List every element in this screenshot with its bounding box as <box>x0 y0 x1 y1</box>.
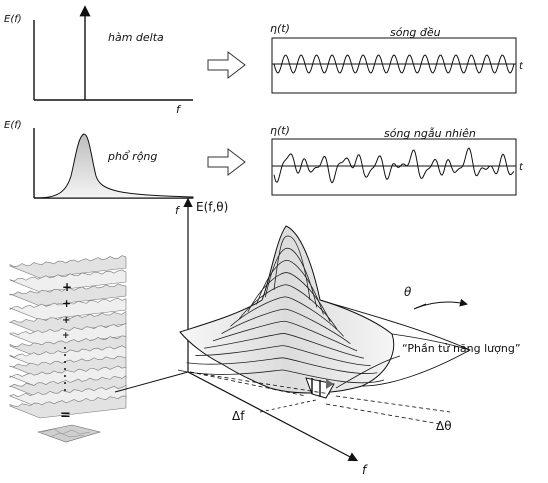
energy-element-marker <box>326 379 334 389</box>
sea-surface-result <box>36 424 102 443</box>
wave-sheet <box>9 310 127 335</box>
wave-sheet-stack <box>9 255 127 419</box>
random-wave-y-label: η(t) <box>270 124 290 137</box>
dtheta-dash-1 <box>335 395 451 413</box>
spectrum-contour-line <box>256 259 324 315</box>
theta-back-axis <box>114 371 189 393</box>
stack-plus-1: + <box>62 280 72 294</box>
theta-arrow-tail <box>413 303 427 310</box>
delta-x-label: f <box>176 103 182 116</box>
df-dash <box>259 399 317 413</box>
directional-spectrum-3d: E(f,θ) f Δf Δθ θ “Phần tử năng lượng” <box>114 197 521 477</box>
random-wave-x-label: t <box>519 162 524 173</box>
spectrum-contour-line <box>221 308 351 344</box>
broad-y-label: E(f) <box>4 120 22 131</box>
regular-wave-x-label: t <box>519 61 524 72</box>
wave-sheet <box>9 255 127 279</box>
broad-spectrum-curve <box>39 133 194 199</box>
spectrum-contour-line <box>230 296 344 337</box>
stack-dots <box>64 347 66 391</box>
wave-sheet <box>9 395 127 419</box>
dtheta-label: Δθ <box>436 419 452 433</box>
f-axis-label: f <box>362 463 368 477</box>
delta-caption: hàm delta <box>108 31 164 44</box>
energy-element-label: “Phần tử năng lượng” <box>402 342 521 355</box>
wave-sheet <box>9 283 127 307</box>
df-label: Δf <box>232 409 245 423</box>
stack-plus-2: + <box>62 297 71 310</box>
random-wave-box <box>271 138 517 196</box>
wave-sheet <box>9 322 127 347</box>
projection-dash-2 <box>189 371 331 395</box>
theta-label: θ <box>404 285 412 299</box>
projection-dash-1 <box>189 371 307 397</box>
spectrum-contour-line <box>264 247 318 308</box>
wave-sheet <box>9 335 127 359</box>
z-axis-label: E(f,θ) <box>196 200 228 214</box>
spectrum-contour-line <box>186 357 378 374</box>
stack-plus-3: + <box>62 315 70 326</box>
regular-wave-y-label: η(t) <box>270 22 290 35</box>
random-wave-curve <box>273 147 515 184</box>
delta-y-label: E(f) <box>4 14 22 25</box>
element-leader-line <box>335 355 401 389</box>
spectrum-contours <box>177 235 385 384</box>
random-wave-caption: sóng ngẫu nhiên <box>384 127 476 140</box>
stack-plus-4: + <box>62 331 70 341</box>
stack-signs: + + + + = <box>60 280 72 423</box>
spectrum-contour-line <box>204 333 364 359</box>
spectrum-contour-line <box>247 272 331 322</box>
f-axis <box>187 371 359 462</box>
sea-surface-texture <box>41 428 91 438</box>
transform-arrow-2 <box>207 147 246 177</box>
dtheta-dash-2 <box>325 403 441 425</box>
spectrum-contour-line <box>177 369 385 384</box>
regular-wave-curve <box>273 54 515 74</box>
broad-x-label: f <box>175 204 181 217</box>
wave-sheet <box>9 375 127 399</box>
regular-wave-box <box>271 37 517 94</box>
stack-equals: = <box>60 408 71 423</box>
random-wave-panel: η(t) sóng ngẫu nhiên t <box>270 124 524 196</box>
wave-sheet <box>9 384 127 409</box>
wave-sheet <box>9 345 127 369</box>
wave-sheet <box>9 269 127 293</box>
regular-wave-panel: η(t) sóng đều t <box>270 22 524 94</box>
spectrum-skirt-line <box>391 333 471 351</box>
broad-spectrum-panel: E(f) phổ rộng f <box>4 120 194 217</box>
spectrum-contour-line <box>212 320 358 352</box>
broad-caption: phổ rộng <box>107 150 157 163</box>
spectrum-contour-line <box>238 284 338 330</box>
wave-sheet <box>9 355 127 379</box>
transform-arrow-1 <box>207 50 246 80</box>
regular-wave-caption: sóng đều <box>390 26 441 39</box>
spectrum-contour-line <box>195 345 371 366</box>
delta-spectrum-panel: E(f) hàm delta f <box>4 5 193 116</box>
wave-sheet <box>9 297 127 321</box>
